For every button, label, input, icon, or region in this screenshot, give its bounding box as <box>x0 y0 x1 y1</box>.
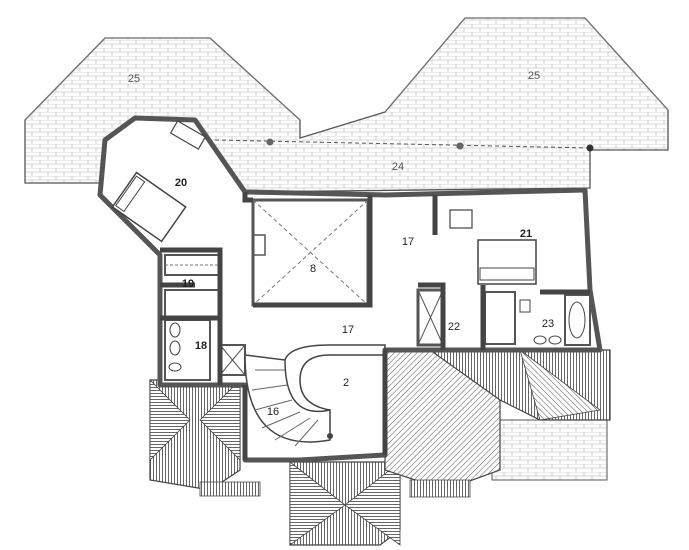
lower-brick-terrace <box>491 419 608 481</box>
lower-roofs <box>149 348 611 546</box>
label-wc-left: 18 <box>195 340 207 352</box>
bed-right <box>477 239 537 285</box>
bed-left <box>111 171 187 243</box>
label-closet: 22 <box>448 321 460 333</box>
label-roof-left: 25 <box>128 73 140 85</box>
room-labels: 25 25 24 20 21 8 17 17 19 18 22 23 16 2 <box>128 70 554 418</box>
chair-right <box>449 209 473 229</box>
label-bath-left: 19 <box>182 278 194 290</box>
label-bedroom-left: 20 <box>175 177 187 189</box>
label-bath-right: 23 <box>542 318 554 330</box>
desk-left <box>169 120 207 150</box>
walls <box>160 192 590 460</box>
label-roof-right: 25 <box>528 70 540 82</box>
label-hall: 2 <box>343 377 349 389</box>
label-bedroom-right: 21 <box>520 228 532 240</box>
label-stair: 16 <box>267 406 279 418</box>
label-void: 8 <box>310 263 316 275</box>
bath-left-fixtures <box>164 254 246 381</box>
label-terrace: 24 <box>392 161 404 173</box>
staircase <box>244 344 386 447</box>
label-landing-upper: 17 <box>402 236 414 248</box>
label-landing-lower: 17 <box>342 324 354 336</box>
void-area <box>251 198 370 307</box>
